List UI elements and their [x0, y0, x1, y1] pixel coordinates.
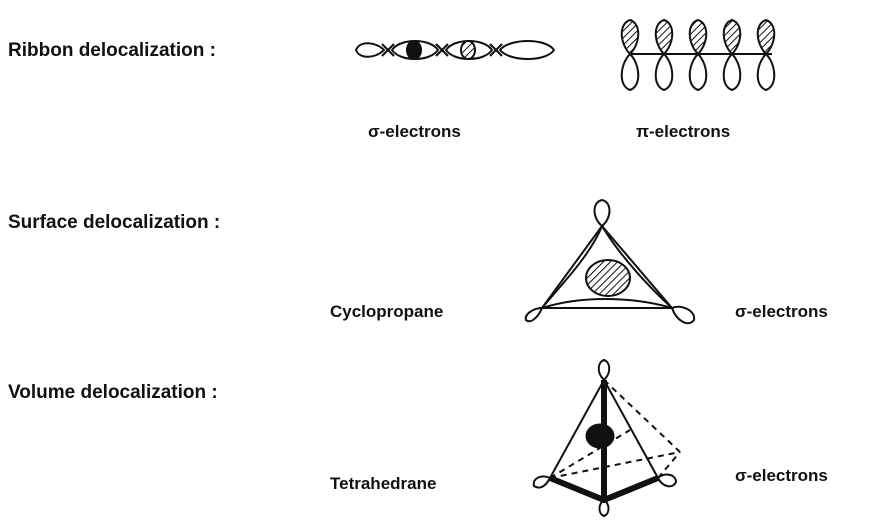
cyclopropane-electrons-label: σ-electrons [735, 302, 828, 321]
pi-orbital-4 [722, 18, 742, 92]
cyclopropane-label: Cyclopropane [330, 302, 444, 321]
ribbon-pi-orbitals [620, 18, 776, 92]
pi-orbital-3 [688, 18, 708, 92]
tetrahedrane-diagram [532, 358, 681, 518]
surface-heading: Surface delocalization : [8, 212, 221, 233]
sigma-electrons-label: σ-electrons [368, 122, 461, 141]
pi-electrons-label: π-electrons [636, 122, 731, 141]
pi-orbital-1 [620, 18, 640, 92]
cyclopropane-diagram [524, 198, 696, 325]
pi-orbital-5 [756, 18, 776, 92]
ribbon-heading: Ribbon delocalization : [8, 40, 216, 61]
tetrahedrane-electrons-label: σ-electrons [735, 466, 828, 485]
tetrahedrane-label: Tetrahedrane [330, 474, 437, 493]
ribbon-sigma-orbitals [354, 40, 556, 60]
volume-heading: Volume delocalization : [8, 382, 218, 403]
pi-orbital-2 [654, 18, 674, 92]
